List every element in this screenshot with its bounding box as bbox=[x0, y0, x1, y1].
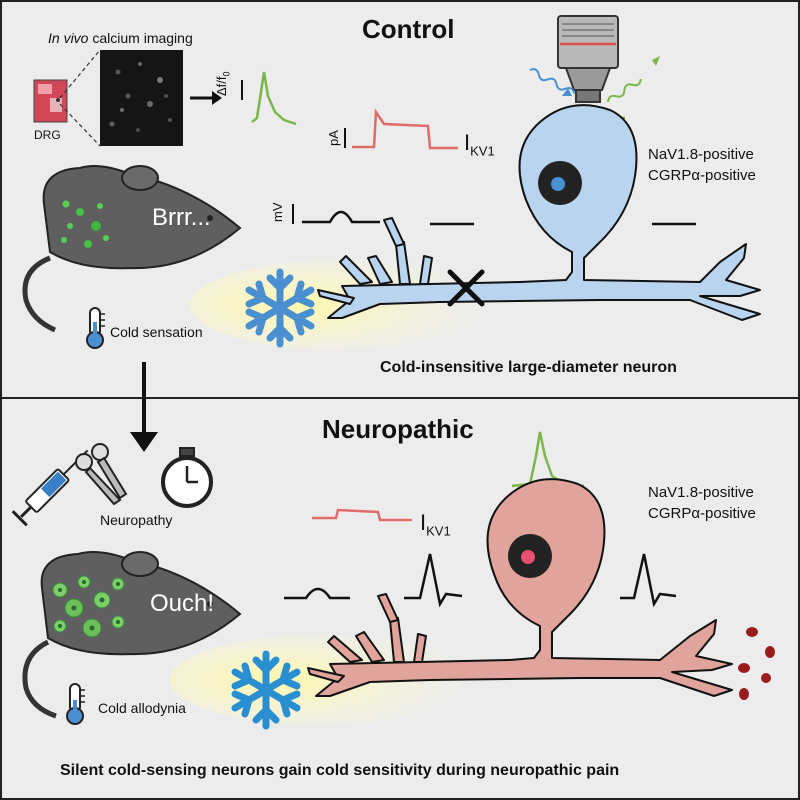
mouse-speech-control: Brrr... bbox=[152, 204, 211, 231]
current-trace-neuropathic bbox=[312, 508, 412, 522]
marker-cgrp-neuropathic: CGRPα-positive bbox=[648, 505, 756, 522]
thermo-label-control: Cold sensation bbox=[110, 324, 203, 340]
emission-arrowhead bbox=[652, 56, 660, 66]
voltage-trace-subthreshold-np bbox=[284, 587, 350, 600]
df-label-text: Δf/f bbox=[214, 76, 229, 96]
microscope-icon bbox=[557, 15, 619, 103]
marker-nav18-neuropathic: NaV1.8-positive bbox=[648, 484, 754, 501]
voltage-trace-spike-1 bbox=[404, 553, 463, 608]
emission-wave bbox=[607, 78, 642, 103]
conduction-block-x bbox=[447, 269, 485, 307]
transition-arrow bbox=[130, 362, 158, 452]
imaging-label: In vivo calcium imaging bbox=[48, 30, 193, 46]
pa-label: pA bbox=[326, 130, 341, 146]
ikv1-label-np-sub: KV1 bbox=[426, 523, 451, 539]
syringe-icon bbox=[11, 449, 89, 527]
voltage-trace-subthreshold bbox=[302, 210, 380, 224]
neuropathy-label: Neuropathy bbox=[100, 512, 173, 528]
scissors-icon bbox=[75, 443, 128, 506]
df-label-sub: 0 bbox=[221, 71, 232, 77]
stopwatch-icon bbox=[161, 447, 213, 508]
ikv1-label-neuropathic: IKV1 bbox=[420, 510, 451, 538]
ikv1-label-text: I bbox=[464, 130, 471, 155]
thermo-label-neuropathic: Cold allodynia bbox=[98, 700, 186, 716]
calcium-trace-control bbox=[251, 71, 297, 126]
ikv1-label-sub: KV1 bbox=[470, 143, 495, 159]
cgrp-release-dots bbox=[738, 627, 775, 700]
drg-label: DRG bbox=[34, 128, 61, 142]
neuropathic-title: Neuropathic bbox=[322, 414, 474, 444]
ikv1-label-np-text: I bbox=[420, 510, 427, 535]
arrow-to-trace bbox=[190, 91, 222, 105]
calcium-imaging-field bbox=[100, 50, 183, 146]
excitation-wave bbox=[529, 68, 576, 94]
voltage-trace-spike-2 bbox=[620, 553, 677, 608]
neuron-neuropathic bbox=[307, 478, 733, 697]
mouse-speech-neuropathic: Ouch! bbox=[150, 590, 215, 617]
mouse-icon-neuropathic bbox=[22, 551, 242, 719]
thermometer-icon-neuropathic bbox=[66, 683, 85, 725]
caption-neuropathic: Silent cold-sensing neurons gain cold se… bbox=[60, 762, 620, 779]
cold-glow-control bbox=[190, 260, 490, 350]
imaging-label-italic: In vivo bbox=[48, 30, 89, 46]
zoom-line-top bbox=[59, 49, 101, 99]
mouse-icon bbox=[22, 165, 242, 333]
nucleolus-control bbox=[551, 177, 565, 191]
nucleolus-neuropathic bbox=[521, 550, 535, 564]
imaging-label-rest: calcium imaging bbox=[88, 30, 193, 46]
marker-nav18-control: NaV1.8-positive bbox=[648, 146, 754, 163]
caption-control: Cold-insensitive large-diameter neuron bbox=[380, 359, 677, 376]
mv-label: mV bbox=[270, 202, 285, 223]
zoom-line-bottom bbox=[59, 103, 101, 147]
current-trace-control bbox=[352, 108, 458, 150]
df-label: Δf/f0 bbox=[214, 71, 232, 96]
calcium-trace-neuropathic bbox=[511, 431, 585, 488]
neuron-control bbox=[317, 104, 761, 321]
excitation-arrowhead bbox=[562, 88, 572, 96]
control-title: Control bbox=[362, 14, 455, 44]
thermometer-icon bbox=[86, 307, 105, 349]
drg-image bbox=[33, 79, 68, 123]
marker-cgrp-control: CGRPα-positive bbox=[648, 167, 756, 184]
ikv1-label-control: IKV1 bbox=[464, 130, 495, 158]
